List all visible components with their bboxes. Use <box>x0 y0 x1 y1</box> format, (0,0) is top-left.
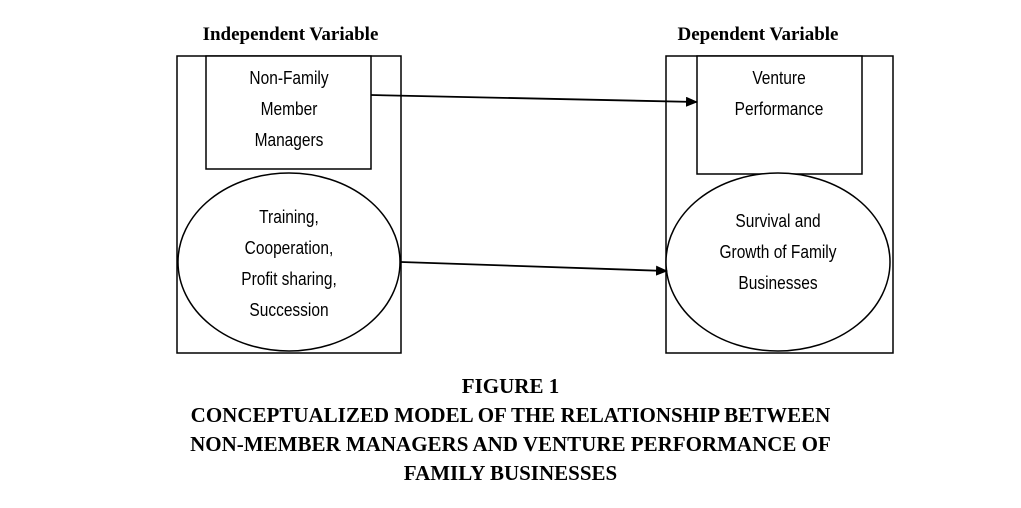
training-practices-ellipse <box>177 172 401 352</box>
label-line: Training, <box>259 207 319 227</box>
label-line: Cooperation, <box>244 238 334 258</box>
label-line: Growth of Family <box>719 242 837 262</box>
survival-growth-label: Survival and Growth of Family Businesses <box>690 206 865 299</box>
dependent-variable-heading: Dependent Variable <box>677 24 839 45</box>
venture-performance-box <box>696 55 863 175</box>
figure-title: CONCEPTUALIZED MODEL OF THE RELATIONSHIP… <box>0 401 1021 488</box>
arrow-practices-to-survival <box>400 261 668 276</box>
arrow-managers-to-performance <box>370 94 698 107</box>
label-line: Profit sharing, <box>241 269 337 289</box>
figure-title-line: FAMILY BUSINESSES <box>403 461 618 485</box>
venture-performance-label: Venture Performance <box>708 63 849 125</box>
label-line: Businesses <box>738 273 818 293</box>
non-family-managers-label: Non-Family Member Managers <box>218 63 359 156</box>
label-line: Managers <box>254 130 324 150</box>
label-line: Venture <box>752 68 806 88</box>
label-line: Member <box>260 99 318 119</box>
figure-title-line: CONCEPTUALIZED MODEL OF THE RELATIONSHIP… <box>190 403 831 427</box>
non-family-managers-box <box>205 55 372 170</box>
independent-variable-heading: Independent Variable <box>202 24 379 45</box>
figure-title-line: NON-MEMBER MANAGERS AND VENTURE PERFORMA… <box>190 432 831 456</box>
figure-number: FIGURE 1 <box>461 374 560 398</box>
label-line: Survival and <box>735 211 821 231</box>
label-line: Succession <box>249 300 329 320</box>
label-line: Performance <box>734 99 824 119</box>
label-line: Non-Family <box>249 68 329 88</box>
survival-growth-ellipse <box>665 172 891 352</box>
training-practices-label: Training, Cooperation, Profit sharing, S… <box>204 202 374 326</box>
